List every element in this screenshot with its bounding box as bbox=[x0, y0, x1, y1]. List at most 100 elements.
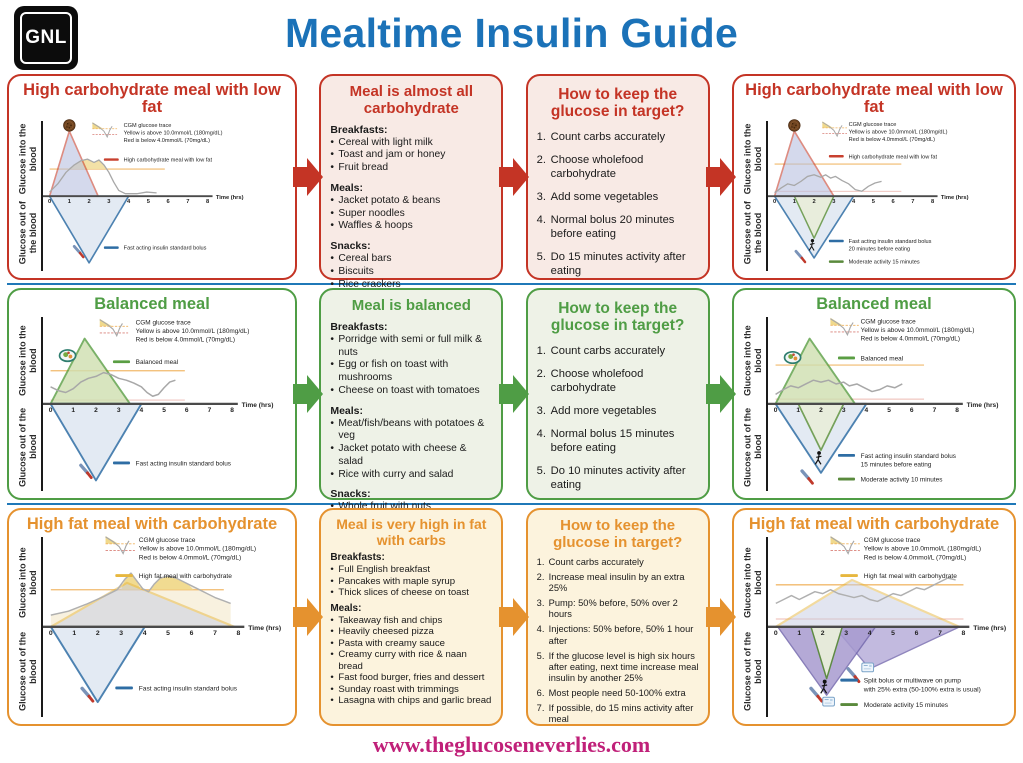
x-tick-label: 1 bbox=[68, 199, 72, 205]
list-item-text: Lasagna with chips and garlic bread bbox=[338, 695, 492, 707]
list-item: •Heavily cheesed pizza bbox=[330, 626, 492, 638]
list-item-text: Toast and jam or honey bbox=[338, 149, 446, 161]
list-item-text: Creamy curry with rice & naan bread bbox=[338, 649, 467, 672]
y-axis-line bbox=[765, 120, 768, 271]
x-axis-label: Time (hrs) bbox=[216, 195, 244, 201]
legend-text: Yellow is above 10.0mmol/L (180mg/dL) bbox=[864, 546, 981, 553]
legend-swatch bbox=[837, 454, 855, 458]
x-tick-label: 4 bbox=[127, 199, 131, 205]
step-number: 4. bbox=[536, 213, 546, 226]
list-item-text: Jacket potato & beans bbox=[338, 194, 441, 206]
cgm-trace bbox=[50, 372, 176, 398]
flow-arrow-head bbox=[307, 375, 324, 413]
x-tick-label: 2 bbox=[821, 630, 825, 637]
cgm-trace bbox=[50, 572, 231, 617]
meal-section: Meals:•Takeaway fish and chips•Heavily c… bbox=[330, 603, 492, 707]
legend-text: with 25% extra (50-100% extra is usual) bbox=[863, 687, 981, 694]
legend-swatch bbox=[103, 246, 119, 249]
list-item: •Toast and jam or honey bbox=[330, 149, 492, 162]
legend-text: CGM glucose trace bbox=[136, 320, 191, 327]
list-item-text: Fruit bread bbox=[338, 162, 389, 174]
y-label-glucose-out: Glucose out of the blood bbox=[742, 632, 763, 712]
list-item: •Thick slices of cheese on toast bbox=[330, 587, 492, 599]
pen-icon bbox=[794, 249, 807, 263]
list-item: •Porridge with semi or full milk & nuts bbox=[330, 334, 492, 360]
step-text: Do 10 minutes activity after eating bbox=[550, 464, 686, 491]
gnl-logo-text: GNL bbox=[20, 12, 72, 64]
bullet-icon: • bbox=[330, 683, 334, 695]
legend-text: Yellow is above 10.0mmol/L (180mg/dL) bbox=[849, 129, 948, 135]
target-panel-title: How to keep the glucose in target? bbox=[550, 300, 685, 335]
legend-swatch bbox=[837, 356, 855, 360]
legend-text: Moderate activity 15 minutes bbox=[864, 702, 949, 709]
bullet-icon: • bbox=[330, 384, 334, 396]
bullet-icon: • bbox=[330, 468, 334, 480]
flow-arrow-bar bbox=[705, 384, 720, 404]
meal-section-heading: Meals: bbox=[330, 404, 364, 417]
step-number: 2. bbox=[536, 571, 545, 582]
step-item: 3.Add some vegetables bbox=[537, 190, 699, 204]
cookie-icon bbox=[788, 118, 801, 132]
legend-text: Yellow is above 10.0mmol/L (180mg/dL) bbox=[139, 546, 256, 553]
y-label-glucose-into: Glucose into the blood bbox=[17, 123, 38, 194]
y-axis-line bbox=[41, 537, 43, 717]
x-tick-label: 0 bbox=[774, 630, 778, 637]
meal-section: Breakfasts:•Cereal with light milk•Toast… bbox=[330, 124, 492, 175]
bullet-icon: • bbox=[330, 626, 334, 638]
step-item: 4.Injections: 50% before, 50% 1 hour aft… bbox=[537, 624, 699, 646]
legend-text: High fat meal with carbohydrate bbox=[864, 573, 957, 580]
list-item-text: Cereal with light milk bbox=[338, 136, 433, 148]
x-tick-label: 8 bbox=[230, 407, 234, 414]
list-item-text: Egg or fish on toast with mushrooms bbox=[338, 359, 449, 384]
page-title: Mealtime Insulin Guide bbox=[284, 10, 739, 56]
flow-arrow bbox=[705, 288, 737, 500]
legend-entry: Moderate activity 10 minutes bbox=[837, 477, 942, 484]
footer-url[interactable]: www.theglucoseneverlies.com bbox=[372, 732, 651, 757]
meal-section: Snacks:•Cereal bars•Biscuits•Rice cracke… bbox=[330, 240, 492, 291]
legend-swatch bbox=[115, 574, 133, 578]
step-item: 1.Count carbs accurately bbox=[537, 344, 699, 358]
glucose-target-panel: How to keep the glucose in target?1.Coun… bbox=[525, 508, 710, 726]
x-tick-label: 7 bbox=[213, 630, 217, 637]
legend-entry: High carbohydrate meal with low fat bbox=[103, 157, 212, 163]
bullet-icon: • bbox=[330, 575, 334, 587]
y-label-glucose-out: Glucose out of the blood bbox=[742, 407, 763, 487]
legend-text: Red is below 4.0mmol/L (70mg/dL) bbox=[124, 137, 210, 143]
pump-icon bbox=[822, 697, 835, 707]
x-tick-label: 8 bbox=[955, 407, 959, 414]
flow-arrow-bar bbox=[705, 607, 720, 627]
flow-arrow bbox=[705, 508, 737, 726]
step-text: Add more vegetables bbox=[550, 404, 657, 417]
x-tick-label: 3 bbox=[844, 630, 848, 637]
mini-cgm-legend-icon bbox=[105, 536, 135, 556]
legend-entry: High fat meal with carbohydrate bbox=[115, 573, 232, 580]
bullet-icon: • bbox=[330, 564, 334, 576]
list-item: •Biscuits bbox=[330, 266, 492, 279]
y-label-glucose-out: Glucose out of the blood bbox=[17, 201, 38, 265]
list-item-text: Pasta with creamy sauce bbox=[338, 637, 445, 649]
plate-icon bbox=[783, 351, 802, 365]
row-divider bbox=[7, 283, 1016, 285]
list-item-text: Cereal bars bbox=[338, 253, 392, 265]
list-item: •Pancakes with maple syrup bbox=[330, 576, 492, 588]
pen-icon bbox=[72, 244, 85, 258]
flow-arrow bbox=[498, 508, 530, 726]
person-icon bbox=[820, 679, 828, 694]
list-item: •Jacket potato & beans bbox=[330, 195, 492, 208]
x-axis-label: Time (hrs) bbox=[248, 626, 281, 633]
legend-text: Yellow is above 10.0mmol/L (180mg/dL) bbox=[136, 328, 250, 335]
legend-text: Balanced meal bbox=[861, 356, 903, 363]
meal-section: Meals:•Meat/fish/beans with potatoes & v… bbox=[330, 405, 492, 482]
